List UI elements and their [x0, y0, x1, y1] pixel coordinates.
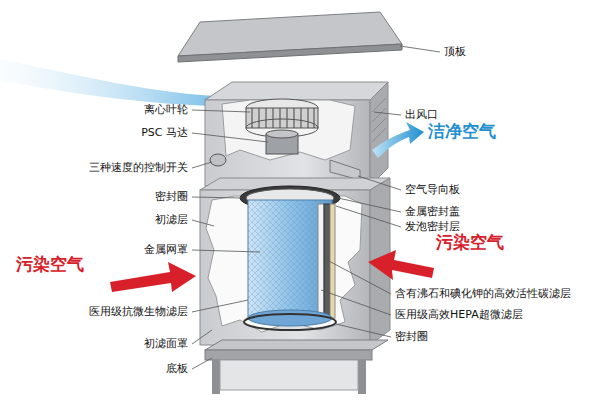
part-label: 医用级高效HEPA超微滤层 — [395, 308, 523, 322]
part-label: 金属密封盖 — [405, 205, 460, 219]
part-label: 金属网罩 — [144, 243, 188, 257]
airflow-label: 洁净空气 — [428, 121, 496, 141]
part-label: 顶板 — [444, 45, 466, 59]
part-label: 密封圈 — [395, 330, 428, 344]
part-label: 出风口 — [405, 108, 438, 122]
part-label: 离心叶轮 — [144, 103, 188, 117]
part-label: 初滤层 — [155, 213, 188, 227]
part-label: 含有沸石和碘化钾的高效活性碳滤层 — [395, 287, 571, 301]
part-label: 三种速度的控制开关 — [89, 161, 188, 175]
part-label: 发泡密封层 — [405, 220, 460, 234]
airflow-label: 污染空气 — [436, 232, 504, 252]
airflow-label: 污染空气 — [16, 254, 84, 274]
part-label: 医用级抗微生物滤层 — [89, 305, 188, 319]
part-label: 密封圈 — [155, 190, 188, 204]
part-label: PSC 马达 — [141, 126, 188, 140]
part-label: 底板 — [166, 362, 188, 376]
part-label: 初滤面罩 — [144, 337, 188, 351]
part-label: 空气导向板 — [405, 183, 460, 197]
